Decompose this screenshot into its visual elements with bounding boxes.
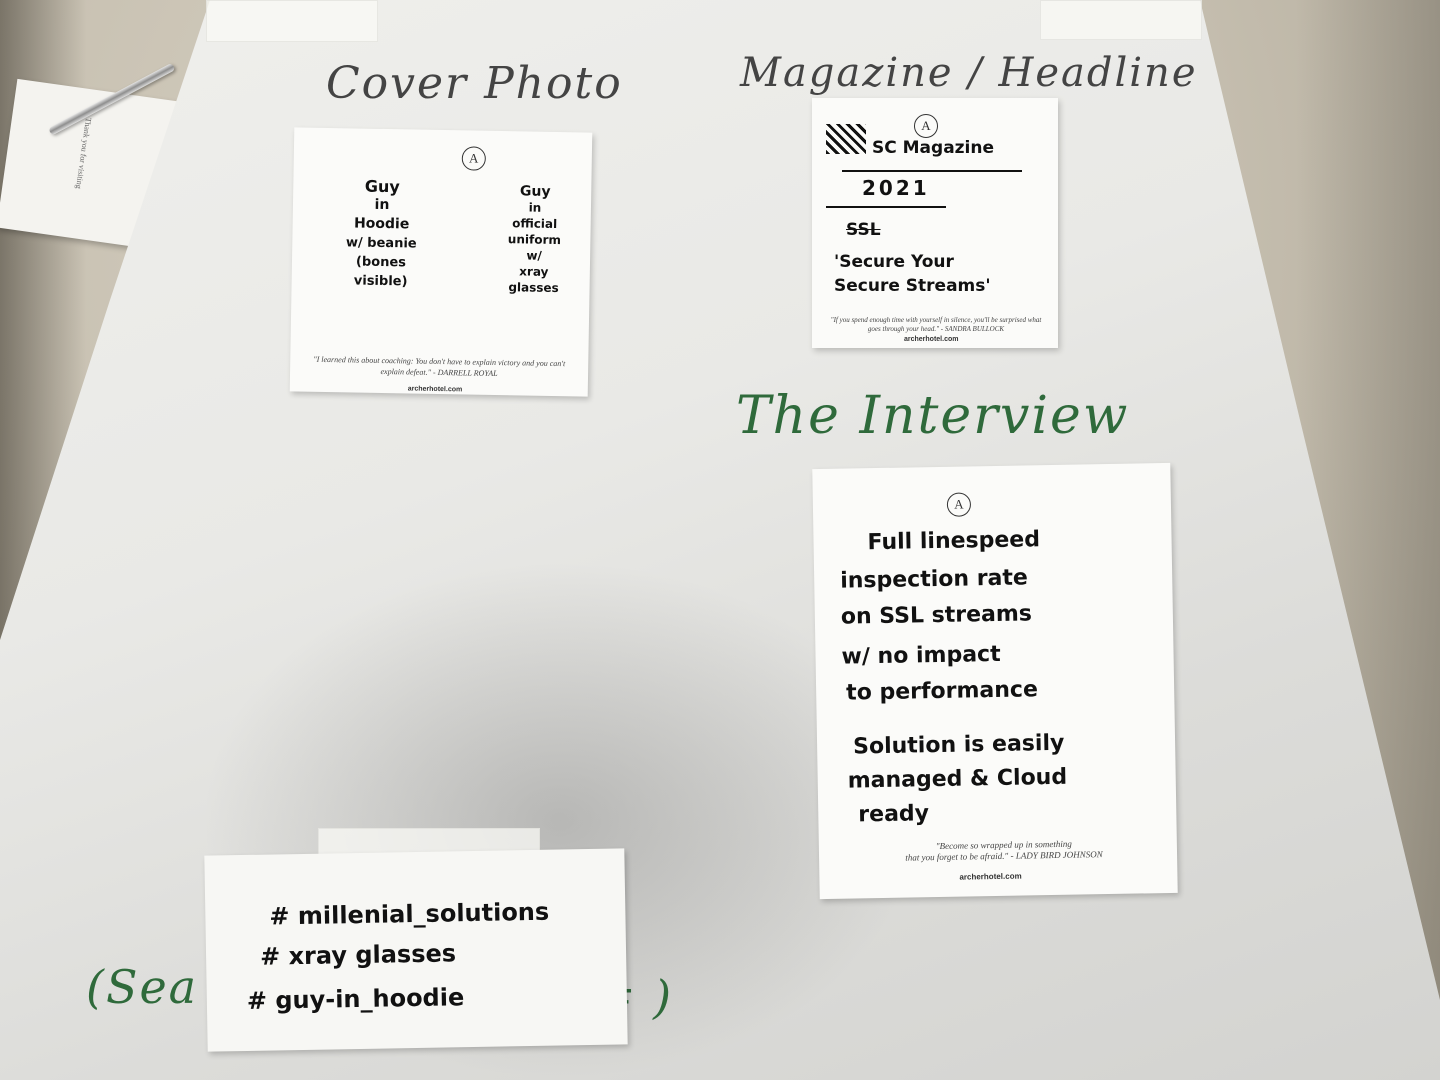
interview-line: managed & Cloud: [847, 764, 1068, 794]
interview-line: Full linespeed: [867, 527, 1041, 556]
cover-left-line: visible): [353, 273, 408, 290]
cover-right-line: xray: [519, 264, 549, 279]
tape-strip: [1040, 0, 1202, 40]
magazine-card-quote: "If you spend enough time with yourself …: [830, 316, 1042, 333]
magazine-card: A SC Magazine 2021 SSL 'Secure Your Secu…: [812, 98, 1058, 348]
cover-right-line: uniform: [507, 232, 562, 248]
tape-strip: [206, 0, 378, 42]
magazine-headline-line-1: 'Secure Your: [834, 252, 954, 272]
cover-left-line: Hoodie: [353, 215, 410, 233]
cover-card-quote: "I learned this about coaching: You don'…: [313, 354, 566, 379]
cover-right-line: in: [528, 200, 542, 215]
magazine-card-site: archerhotel.com: [904, 336, 959, 343]
interview-line: Solution is easily: [852, 730, 1065, 760]
cover-right-line: official: [512, 216, 558, 232]
hashtag-note: # millenial_solutions # xray glasses # g…: [204, 848, 628, 1052]
heading-the-interview: The Interview: [736, 386, 1130, 446]
hashtag-line: # xray glasses: [259, 939, 457, 971]
interview-line: ready: [858, 801, 930, 828]
underline-stroke: [842, 170, 1022, 172]
interview-card: A Full linespeed inspection rate on SSL …: [812, 462, 1178, 900]
interview-line: to performance: [845, 677, 1039, 706]
satellite-doodle-icon: [826, 124, 866, 154]
magazine-struck-text: SSL: [846, 220, 881, 240]
hashtag-line: # millenial_solutions: [269, 897, 550, 931]
magazine-title: SC Magazine: [872, 138, 995, 158]
hashtag-line: # guy-in_hoodie: [246, 983, 465, 1015]
archer-logo: A: [946, 492, 972, 517]
magazine-headline-line-2: Secure Streams': [834, 276, 991, 296]
heading-cover-photo: Cover Photo: [326, 58, 623, 109]
cover-left-line: in: [374, 196, 390, 214]
underline-stroke: [826, 206, 946, 208]
cover-right-line: glasses: [508, 280, 559, 296]
heading-bottom-partial-left: (Sea: [86, 960, 199, 1014]
interview-card-site: archerhotel.com: [959, 871, 1022, 882]
cover-right-line: w/: [526, 248, 542, 263]
cover-right-text: Guy in official uniform w/ xray glasses: [487, 183, 581, 297]
archer-logo: A: [461, 146, 487, 171]
cover-left-line: (bones: [355, 254, 407, 271]
cover-right-line: Guy: [519, 183, 551, 200]
note-small-print: Thank you for visiting: [74, 117, 94, 190]
cover-left-line: w/ beanie: [345, 235, 417, 252]
cover-left-line: Guy: [364, 176, 400, 197]
archer-logo: A: [914, 114, 938, 138]
magazine-year: 2021: [862, 176, 930, 200]
interview-card-quote: "Become so wrapped up in something that …: [859, 837, 1149, 864]
cover-photo-card: A Guy in Hoodie w/ beanie (bones visible…: [289, 127, 593, 397]
cover-card-site: archerhotel.com: [407, 385, 463, 394]
interview-line: inspection rate: [840, 565, 1029, 594]
cover-left-text: Guy in Hoodie w/ beanie (bones visible): [315, 176, 447, 292]
heading-magazine-headline: Magazine / Headline: [740, 50, 1198, 96]
interview-line: on SSL streams: [840, 601, 1033, 630]
interview-line: w/ no impact: [841, 641, 1001, 670]
